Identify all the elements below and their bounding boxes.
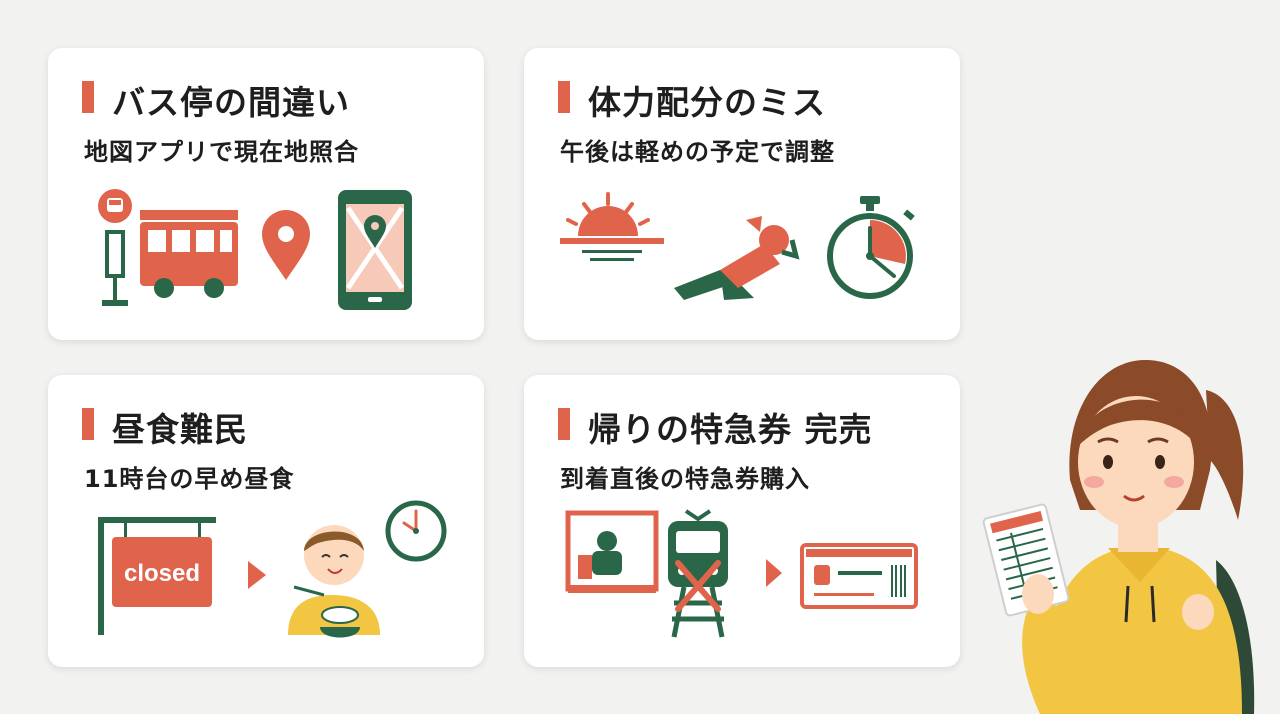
card-subtitle: 11時台の早め昼食 [84, 465, 295, 493]
ticket-machine-icon [565, 510, 659, 593]
closed-sign-text: closed [124, 560, 200, 587]
smartphone-map-icon [338, 190, 412, 310]
resting-person-icon [674, 216, 800, 300]
title-accent-bar [558, 81, 570, 113]
card-bus-stop: バス停の間違い 地図アプリで現在地照合 [48, 48, 484, 340]
arrow-right-icon [248, 561, 266, 589]
sunset-icon [560, 192, 664, 261]
map-pin-icon [262, 210, 310, 280]
card-subtitle: 地図アプリで現在地照合 [84, 138, 359, 166]
title-accent-bar [558, 408, 570, 440]
clock-icon [385, 500, 447, 562]
bus-icon [140, 210, 238, 298]
card-title: 帰りの特急券 完売 [588, 410, 873, 449]
card-express-ticket: 帰りの特急券 完売 到着直後の特急券購入 [524, 375, 960, 667]
card-lunch: 昼食難民 11時台の早め昼食 closed [48, 375, 484, 667]
card-title: 体力配分のミス [588, 83, 826, 122]
cancelled-train-icon [668, 509, 728, 638]
arrow-right-icon [766, 559, 782, 587]
express-ticket-icon [800, 543, 918, 609]
card-title: 昼食難民 [112, 410, 248, 449]
bus-stop-sign-icon [98, 189, 132, 306]
card-title: バス停の間違い [112, 83, 350, 122]
woman-holding-timetable [982, 359, 1255, 714]
closed-sign-icon: closed [98, 517, 216, 635]
stopwatch-icon [827, 196, 915, 299]
title-accent-bar [82, 81, 94, 113]
card-subtitle: 午後は軽めの予定で調整 [560, 138, 835, 166]
card-subtitle: 到着直後の特急券購入 [560, 465, 810, 493]
child-eating-icon [288, 525, 380, 638]
title-accent-bar [82, 408, 94, 440]
card-stamina: 体力配分のミス 午後は軽めの予定で調整 [524, 48, 960, 340]
